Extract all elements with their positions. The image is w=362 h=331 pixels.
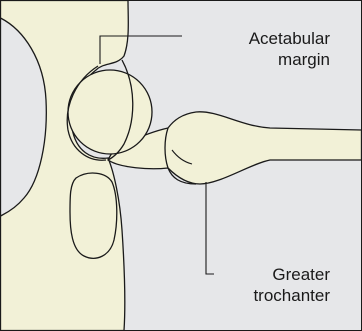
label-acetabular-line-2: margin — [249, 49, 330, 70]
label-acetabular-margin: Acetabular margin — [249, 28, 330, 70]
label-greater-trochanter: Greater trochanter — [253, 264, 330, 306]
label-acetabular-line-1: Acetabular — [249, 28, 330, 49]
label-trochanter-line-2: trochanter — [253, 285, 330, 306]
label-trochanter-line-1: Greater — [253, 264, 330, 285]
ischium-bone — [70, 173, 117, 258]
